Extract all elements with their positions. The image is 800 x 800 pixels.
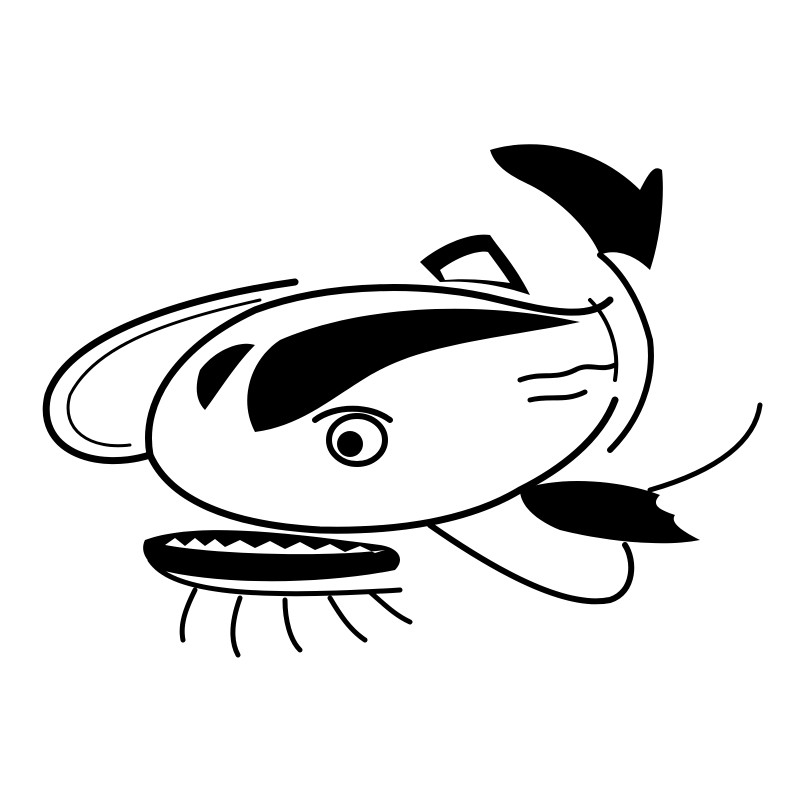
tail-fin [490, 144, 663, 270]
flank-markings [517, 362, 618, 403]
left-barbel-inner [66, 298, 262, 448]
head-stripe [247, 308, 580, 432]
body-outline [145, 284, 619, 534]
chin-barbels [147, 557, 413, 658]
head-patch [196, 343, 255, 410]
mouth [143, 530, 400, 582]
pectoral-fin [520, 480, 700, 544]
dorsal-fin-inner [440, 251, 510, 283]
eye [312, 405, 393, 467]
tail-stalk [597, 252, 654, 453]
mouth-teeth [165, 538, 385, 555]
right-whisker [647, 402, 763, 493]
left-barbel [42, 278, 299, 465]
right-barbel [427, 522, 635, 605]
